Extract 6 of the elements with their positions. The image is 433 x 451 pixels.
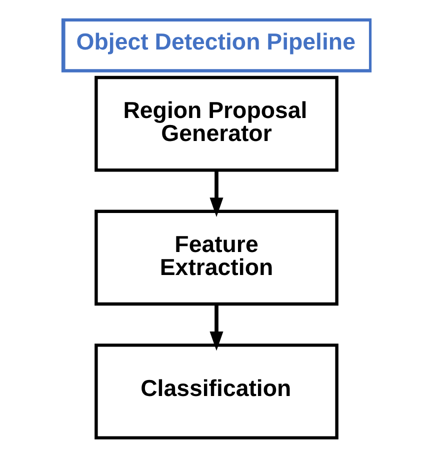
arrow xyxy=(210,304,224,351)
diagram-title: Object Detection Pipeline xyxy=(76,28,356,55)
node-box: Classification xyxy=(94,344,338,440)
node-box: Feature Extraction xyxy=(94,210,338,306)
arrow xyxy=(210,170,224,217)
node-box: Region Proposal Generator xyxy=(94,76,338,172)
